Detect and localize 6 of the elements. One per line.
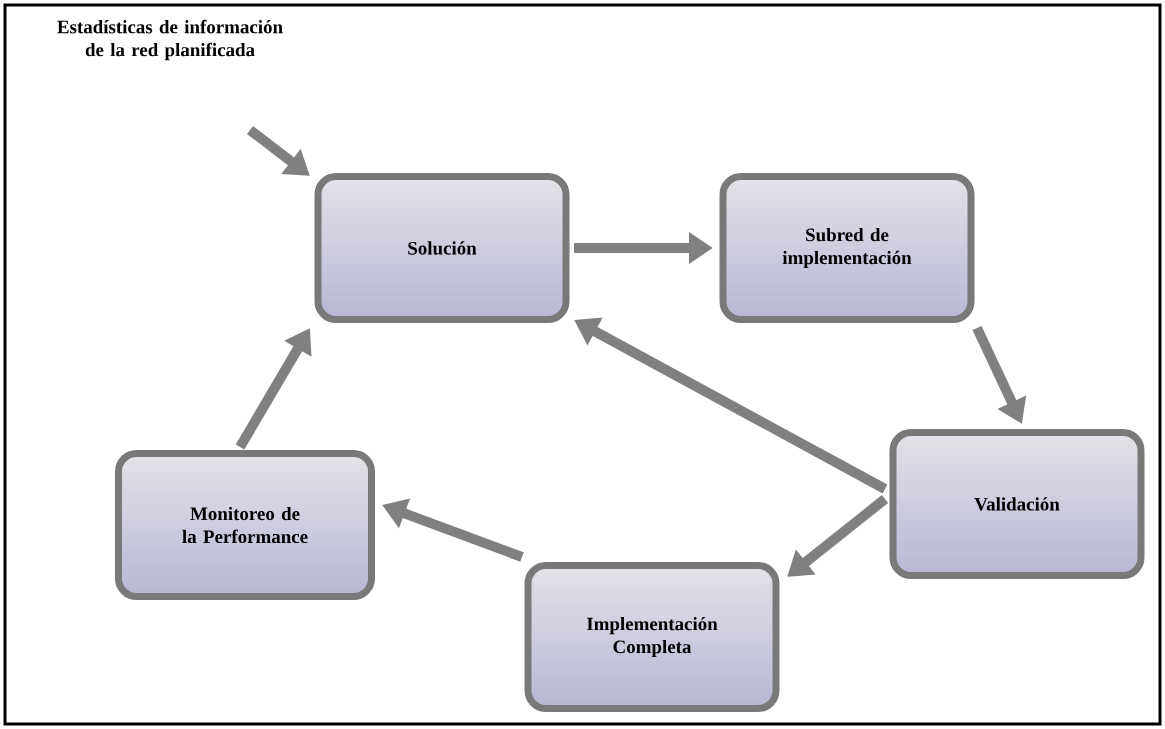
heading-text: Estadísticas de información de la red planificada: [57, 19, 283, 61]
process-box: Monitoreo de la Performance: [115, 450, 375, 600]
process-box: Validación: [889, 429, 1145, 579]
process-box: Solución: [314, 173, 570, 323]
process-box: Subred de implementación: [719, 173, 975, 323]
process-box: Implementación Completa: [524, 562, 780, 712]
